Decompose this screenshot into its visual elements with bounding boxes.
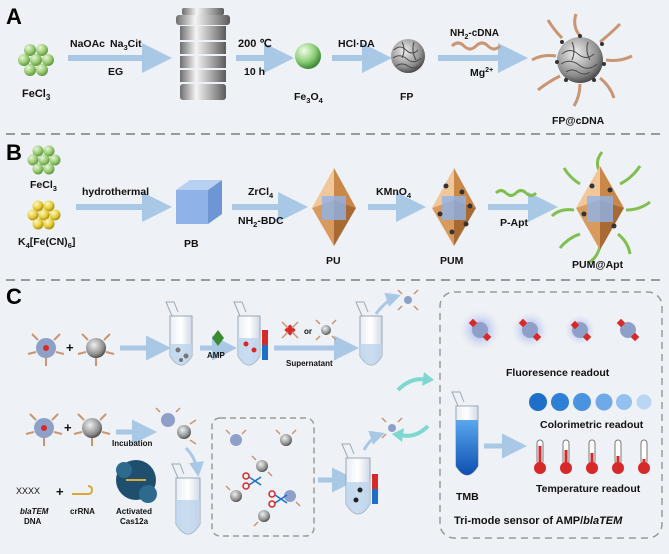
label-k4fecn6: K4[Fe(CN)6] [18,236,75,250]
label-zrcl4: ZrCl4 [248,186,274,200]
dna-strand-icon [450,41,502,51]
label-fecl3-a: FeCl3 [22,88,51,102]
plus-sign-3: + [56,484,64,499]
fp-cdna-small-icon [73,413,111,446]
thermometer-icon [638,439,650,474]
label-fluorescence: Fluoresence readout [506,367,610,379]
released-cdna-icon [281,321,299,339]
amp-icon [212,330,224,346]
label-cas12a: Cas12a [120,517,149,526]
magnet-icon [372,474,378,504]
scissors-icon [268,490,288,508]
plus-sign-1: + [66,340,74,355]
label-colorimetric: Colorimetric readout [540,419,644,431]
thermometer-icon [560,439,572,474]
scissors-icon [242,472,262,490]
cycle-arrows-icon [392,372,434,442]
released-probe-icon [381,417,403,439]
bla-dna-strand-icon: XXXX [16,486,40,496]
label-pb: PB [184,238,199,250]
label-incubation: Incubation [112,439,153,448]
thermometer-icon [612,439,624,474]
green-sphere-cluster-icon [18,44,54,76]
fluorescent-particle-icon [616,318,640,342]
fp-small-icon [315,319,337,341]
label-200c: 200 ℃ [238,38,272,50]
label-fp: FP [400,91,413,103]
label-pu: PU [326,255,341,267]
label-hydrothermal: hydrothermal [82,186,149,198]
wrinkled-sphere-icon [391,39,425,73]
arrow-c4 [374,292,401,315]
assembled-complex-icon [155,407,197,445]
label-hcl-da: HCl·DA [338,38,375,50]
octahedron-icon [312,168,356,246]
autoclave-icon [176,8,230,100]
octahedron-icon [432,168,476,246]
crrna-icon [72,485,94,495]
label-tmb: TMB [456,491,479,503]
cas12a-protein-icon [116,460,157,503]
thermometer-icon [586,439,598,474]
label-kmno4: KMnO4 [376,186,412,200]
fluorescent-particle-icon [460,310,500,350]
label-blatem: blaTEM [20,507,49,516]
test-tube-icon [341,443,371,515]
label-activated: Activated [116,507,152,516]
panel-label-b: B [6,140,22,165]
label-10h: 10 h [244,66,265,78]
colorimetric-dots [529,393,652,411]
label-supernatant: Supernatant [286,359,333,368]
label-or: or [304,327,312,336]
thermometer-icon [534,439,546,474]
cube-icon [176,180,222,224]
tmb-tube-icon [451,391,479,476]
panel-label-a: A [6,4,22,29]
green-sphere-cluster-icon [27,145,61,175]
cleavage-scene-icon [225,429,301,527]
panel-label-c: C [6,284,22,309]
label-tri-mode-sensor: Tri-mode sensor of AMP/blaTEM [454,515,623,527]
tri-mode-sensor-box [439,291,663,539]
label-mg2: Mg2+ [470,67,493,79]
label-nh2-cdna: NH2-cDNA [450,28,499,41]
yellow-sphere-cluster-icon [27,200,61,230]
iron-oxide-sphere-icon [295,43,321,69]
label-eg: EG [108,66,123,78]
pum-apt-small-icon [27,333,65,366]
test-tube-icon [165,301,193,366]
test-tube-icon [233,301,261,366]
label-pum-apt: PUM@Apt [572,259,624,271]
label-pum: PUM [440,255,464,267]
label-fp-cdna: FP@cDNA [552,115,605,127]
label-amp: AMP [207,351,225,360]
fluorescent-particle-icon [512,312,548,348]
label-nh2-bdc: NH2-BDC [238,215,284,229]
label-fe3o4: Fe3O4 [294,91,324,105]
fp-cdna-particle-icon [531,13,633,107]
arrow-c6 [184,446,204,477]
arrow-c8 [362,430,385,451]
label-crrna: crRNA [70,507,95,516]
pum-apt-particle-icon [550,151,651,264]
label-fecl3-b: FeCl3 [30,179,57,193]
released-probe-icon [397,289,419,311]
label-p-apt: P-Apt [500,217,528,229]
label-temperature: Temperature readout [536,483,641,495]
fp-cdna-small-icon [77,333,115,366]
aptamer-icon [494,189,538,197]
magnet-icon [262,330,268,360]
test-tube-icon [355,301,383,366]
test-tube-icon [171,463,201,535]
label-dna: DNA [24,517,42,526]
plus-sign-2: + [64,420,72,435]
fluorescent-particle-icon [565,315,595,345]
pum-apt-small-icon [25,413,63,446]
cleavage-box [211,417,315,537]
